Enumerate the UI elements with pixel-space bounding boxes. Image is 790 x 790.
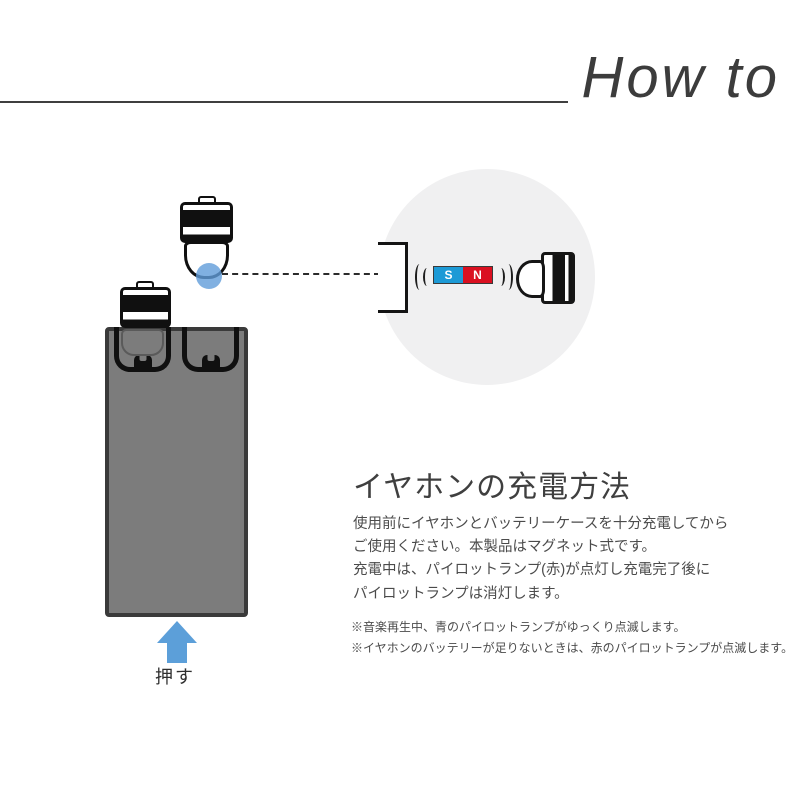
notch-keyhole	[139, 355, 146, 361]
floating-earphone-body	[180, 202, 233, 243]
inserted-earphone-body	[120, 287, 171, 328]
earbud-tip-icon	[516, 260, 545, 298]
charge-pin-notch	[133, 355, 152, 367]
arrow-up-shaft	[167, 642, 187, 663]
earphone-slot-left	[114, 327, 171, 372]
notch-keyhole	[207, 355, 214, 361]
section-heading: イヤホンの充電方法	[353, 471, 632, 504]
arrow-up-icon	[157, 621, 197, 643]
footnote-line: ※イヤホンのバッテリーが足りないときは、赤のパイロットランプが点滅します。	[351, 640, 790, 655]
footnote-line: ※音楽再生中、青のパイロットランプがゆっくり点滅します。	[351, 620, 686, 634]
magnet-contact-dot	[196, 263, 222, 289]
magnetic-wave-icon	[423, 268, 431, 286]
callout-dashed-line	[222, 273, 380, 275]
instruction-text: 使用前にイヤホンとバッテリーケースを十分充電してから ご使用ください。本製品はマ…	[353, 513, 728, 606]
magnetic-wave-icon	[415, 264, 424, 290]
magnet-north-pole: N	[463, 267, 492, 283]
instruction-line: ご使用ください。本製品はマグネット式です。	[353, 539, 657, 556]
magnet-icon: S N	[433, 266, 493, 284]
instruction-line: パイロットランプは消灯します。	[353, 585, 569, 602]
battery-case	[105, 327, 248, 617]
instruction-line: 使用前にイヤホンとバッテリーケースを十分充電してから	[353, 516, 729, 532]
case-wall-cross-section	[378, 242, 408, 313]
charge-pin-notch	[201, 355, 220, 367]
instruction-line: 充電中は、パイロットランプ(赤)が点灯し充電完了後に	[353, 562, 711, 579]
earphone-slot-right	[182, 327, 239, 372]
footnotes: ※音楽再生中、青のパイロットランプがゆっくり点滅します。 ※イヤホンのバッテリー…	[351, 617, 790, 658]
earbud-housing	[541, 252, 575, 304]
magnet-south-pole: S	[434, 267, 463, 283]
magnetic-wave-icon	[504, 264, 513, 290]
header-rule	[0, 101, 568, 103]
page-title: How to	[581, 45, 780, 110]
inserted-earphone-dome-outline	[121, 329, 164, 356]
push-label: 押す	[155, 667, 195, 687]
